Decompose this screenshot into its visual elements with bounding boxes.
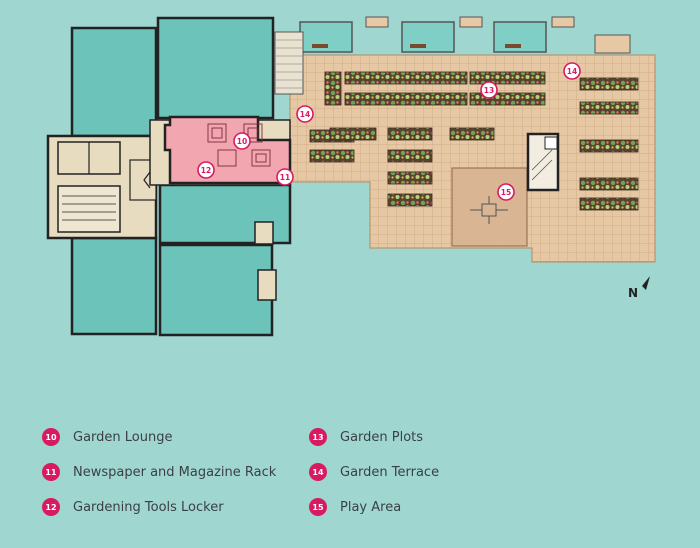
- map-marker-12: 12: [197, 161, 215, 179]
- svg-text:10: 10: [237, 137, 247, 146]
- legend-item: 15 Play Area: [309, 497, 401, 517]
- legend-label: Gardening Tools Locker: [73, 499, 224, 515]
- play-area: [451, 167, 528, 247]
- utility-room: [526, 132, 560, 192]
- svg-text:14: 14: [567, 67, 577, 76]
- floor-plan: 10 12 11 13 14 14 15: [46, 16, 656, 337]
- garden-lounge: [163, 115, 292, 185]
- legend-badge: 12: [42, 498, 60, 516]
- map-marker-14-west: 14: [296, 105, 314, 123]
- legend-item: 11 Newspaper and Magazine Rack: [42, 462, 276, 482]
- map-marker-10: 10: [233, 132, 251, 150]
- map-marker-13: 13: [480, 81, 498, 99]
- map-marker-15: 15: [497, 183, 515, 201]
- svg-text:12: 12: [201, 166, 211, 175]
- legend-label: Garden Terrace: [340, 464, 440, 480]
- legend-label: Newspaper and Magazine Rack: [73, 464, 277, 480]
- legend-badge: 10: [42, 428, 60, 446]
- apartment-units: [61, 16, 292, 337]
- building-core: [46, 134, 158, 240]
- legend-label: Garden Plots: [340, 429, 424, 445]
- legend-badge: 13: [309, 428, 327, 446]
- svg-text:15: 15: [501, 188, 511, 197]
- map-marker-14-east: 14: [563, 62, 581, 80]
- legend-item: 10 Garden Lounge: [42, 427, 172, 447]
- legend-item: 12 Gardening Tools Locker: [42, 497, 224, 517]
- garden-terrace: [274, 16, 656, 263]
- svg-text:14: 14: [300, 110, 310, 119]
- legend-label: Play Area: [340, 499, 402, 515]
- legend-badge: 15: [309, 498, 327, 516]
- legend-item: 14 Garden Terrace: [309, 462, 439, 482]
- svg-text:11: 11: [280, 173, 290, 182]
- legend-badge: 11: [42, 463, 60, 481]
- legend-badge: 14: [309, 463, 327, 481]
- map-marker-11: 11: [276, 168, 294, 186]
- svg-text:13: 13: [484, 86, 494, 95]
- legend-label: Garden Lounge: [73, 429, 173, 445]
- compass-north-label: N: [628, 286, 639, 300]
- north-arrow-icon: [642, 276, 650, 290]
- legend-item: 13 Garden Plots: [309, 427, 423, 447]
